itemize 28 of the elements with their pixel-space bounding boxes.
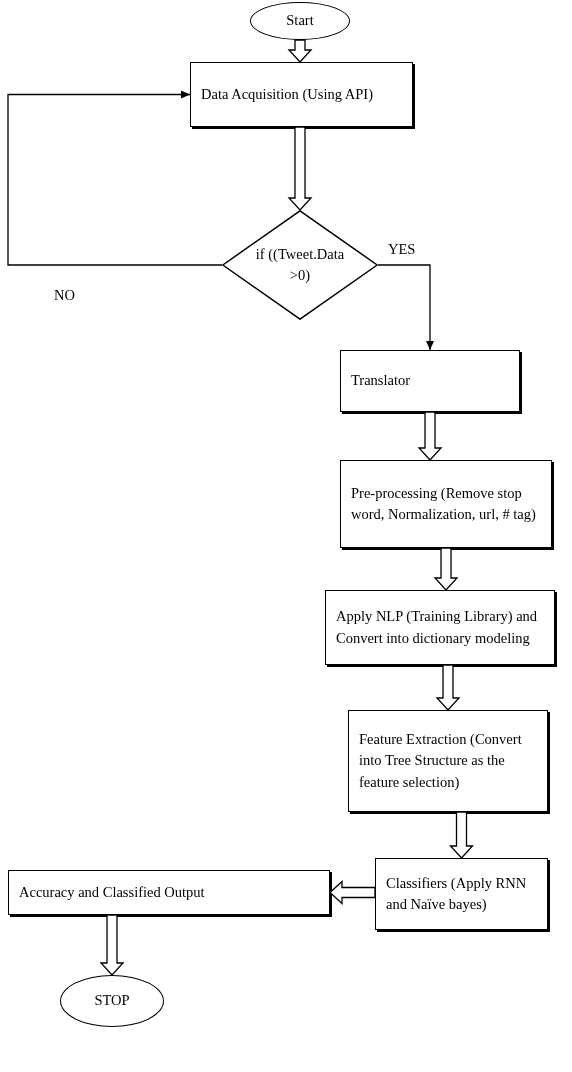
hollow-arrow — [287, 39, 313, 63]
process-box — [8, 870, 330, 915]
node-text: Start — [286, 11, 314, 31]
process-box — [190, 62, 413, 127]
node-text: Accuracy and Classified Output — [19, 883, 205, 902]
node-text: Data Acquisition (Using API) — [201, 85, 373, 104]
node-text: if ((Tweet.Data >0) — [254, 245, 346, 285]
process-box — [348, 710, 548, 812]
hollow-arrow — [417, 411, 443, 461]
hollow-arrow — [433, 547, 459, 591]
node-text: STOP — [94, 991, 130, 1011]
node-text: Classifiers (Apply RNN and Naïve bayes) — [386, 874, 528, 914]
process-box — [375, 858, 548, 930]
node-text: Apply NLP (Training Library) and Convert into dictionary modeling — [336, 607, 539, 648]
hollow-arrow — [329, 880, 376, 905]
node-text: Feature Extraction (Convert into Tree Structure as the feature selection) — [359, 730, 523, 792]
hollow-arrow — [449, 811, 474, 859]
arrow — [7, 90, 223, 266]
node-text: Pre-processing (Remove stop word, Normalization, url, # tag) — [351, 484, 537, 524]
hollow-arrow — [287, 126, 313, 211]
process-box — [325, 590, 555, 665]
hollow-arrow — [435, 664, 461, 711]
node-text: Translator — [351, 371, 411, 391]
process-box — [340, 460, 552, 548]
hollow-arrow — [99, 914, 125, 976]
process-box — [340, 350, 520, 412]
arrow — [377, 264, 434, 351]
decision-diamond — [222, 210, 378, 320]
